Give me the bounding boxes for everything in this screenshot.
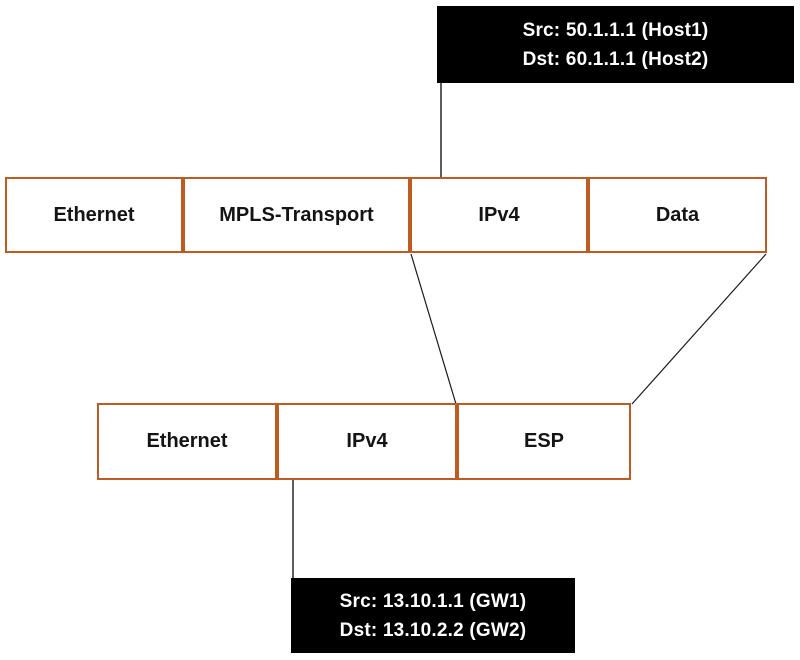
gateway-addresses-label: Src: 13.10.1.1 (GW1) Dst: 13.10.2.2 (GW2… bbox=[291, 578, 575, 653]
header-box-ipv4-original: IPv4 bbox=[410, 177, 588, 253]
host-src-line: Src: 50.1.1.1 (Host1) bbox=[522, 19, 709, 41]
gateway-dst-line: Dst: 13.10.2.2 (GW2) bbox=[339, 619, 527, 641]
header-box-ethernet-encapsulated: Ethernet bbox=[97, 403, 277, 480]
host-dst-line: Dst: 60.1.1.1 (Host2) bbox=[522, 48, 709, 70]
header-box-ethernet-original: Ethernet bbox=[5, 177, 183, 253]
header-box-data: Data bbox=[588, 177, 767, 253]
original-packet-row: Ethernet MPLS-Transport IPv4 Data bbox=[5, 177, 767, 253]
header-box-ipv4-encapsulated: IPv4 bbox=[277, 403, 457, 480]
connector-ipv4-to-esp-left bbox=[410, 253, 457, 405]
connector-data-to-esp-right bbox=[631, 253, 767, 405]
header-box-esp: ESP bbox=[457, 403, 631, 480]
encapsulated-packet-row: Ethernet IPv4 ESP bbox=[97, 403, 631, 480]
host-addresses-label: Src: 50.1.1.1 (Host1) Dst: 60.1.1.1 (Hos… bbox=[437, 6, 794, 83]
gateway-src-line: Src: 13.10.1.1 (GW1) bbox=[339, 590, 527, 612]
header-box-mpls-transport: MPLS-Transport bbox=[183, 177, 410, 253]
